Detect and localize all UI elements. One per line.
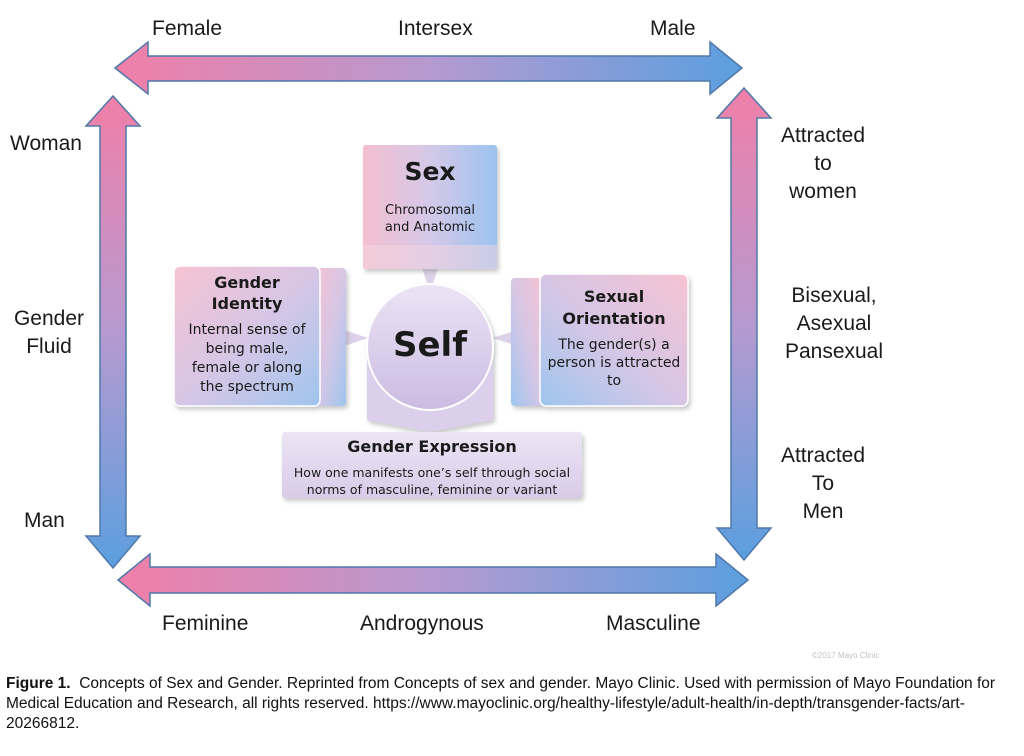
right-axis-top-line1: Attracted xyxy=(780,124,866,147)
figure-caption-label: Figure 1. xyxy=(6,675,71,692)
right-axis-middle-line3: Pansexual xyxy=(784,340,884,363)
figure-caption: Figure 1. Concepts of Sex and Gender. Re… xyxy=(6,674,1018,734)
self-label: Self xyxy=(393,325,467,365)
gender-expression-title: Gender Expression xyxy=(347,437,517,456)
self-shape xyxy=(366,283,494,432)
gender-expression-desc-line2: norms of masculine, feminine or variant xyxy=(306,482,558,497)
right-axis-bottom-line2: To xyxy=(811,472,835,495)
bottom-axis-label-masculine: Masculine xyxy=(606,612,701,635)
sex-card-desc-line1: Chromosomal xyxy=(385,203,475,218)
right-axis-middle-line1: Bisexual, xyxy=(791,284,877,307)
sexual-orientation-title-line1: Sexual xyxy=(583,287,645,306)
left-double-arrow xyxy=(84,94,142,570)
gender-identity-desc-line3: female or along xyxy=(191,360,303,376)
sex-card: Sex Chromosomal and Anatomic xyxy=(363,152,497,236)
right-axis-label-attracted-to-men: Attracted To Men xyxy=(775,442,871,526)
gender-identity-card-shape xyxy=(173,265,346,407)
gender-identity-card: Gender Identity Internal sense of being … xyxy=(174,272,320,397)
bottom-axis-label-feminine: Feminine xyxy=(162,612,249,635)
gender-identity-title-line1: Gender xyxy=(214,273,280,292)
gender-identity-desc-line1: Internal sense of xyxy=(188,322,306,338)
gender-identity-title-line2: Identity xyxy=(211,294,283,313)
sexual-orientation-desc-line2: person is attracted xyxy=(547,355,681,371)
left-axis-label-gender-fluid: Gender Fluid xyxy=(10,305,88,361)
right-axis-bottom-line1: Attracted xyxy=(780,444,866,467)
bottom-double-arrow xyxy=(116,552,750,608)
left-axis-label-gender: Gender xyxy=(13,307,85,330)
right-axis-label-attracted-to-women: Attracted to women xyxy=(775,122,871,206)
right-double-arrow xyxy=(715,86,773,562)
top-axis-label-male: Male xyxy=(650,17,696,40)
sex-card-title: Sex xyxy=(404,157,456,186)
gender-expression-card-shape xyxy=(282,432,582,498)
right-axis-middle-line2: Asexual xyxy=(796,312,872,335)
left-axis-label-fluid: Fluid xyxy=(26,335,72,358)
sexual-orientation-desc-line1: The gender(s) a xyxy=(558,337,670,353)
right-axis-bottom-line3: Men xyxy=(802,500,844,523)
sexual-orientation-desc-line3: to xyxy=(606,373,622,389)
sexual-orientation-card-shape xyxy=(511,273,689,407)
gender-expression-desc-line1: How one manifests one’s self through soc… xyxy=(293,465,571,480)
top-axis-label-female: Female xyxy=(152,17,223,40)
right-axis-top-line3: women xyxy=(789,180,857,203)
sex-card-desc-line2: and Anatomic xyxy=(384,220,476,235)
gender-expression-card: Gender Expression How one manifests one’… xyxy=(282,436,582,498)
left-axis-label-woman: Woman xyxy=(10,132,82,155)
self-node: Self xyxy=(367,323,493,367)
sex-card-shape xyxy=(363,145,497,269)
gender-identity-desc-line2: being male, xyxy=(205,341,289,357)
left-axis-label-man: Man xyxy=(24,509,65,532)
sexual-orientation-title-line2: Orientation xyxy=(562,309,666,328)
sexual-orientation-card: Sexual Orientation The gender(s) a perso… xyxy=(540,286,688,390)
top-axis-label-intersex: Intersex xyxy=(398,17,473,40)
copyright-notice: ©2017 Mayo Clinic xyxy=(812,651,880,660)
figure-caption-text: Concepts of Sex and Gender. Reprinted fr… xyxy=(6,675,996,732)
right-axis-label-bisexual-asexual-pansexual: Bisexual, Asexual Pansexual xyxy=(778,282,890,366)
gender-identity-desc-line4: the spectrum xyxy=(200,379,294,395)
top-double-arrow xyxy=(113,40,744,96)
right-axis-top-line2: to xyxy=(814,152,832,175)
bottom-axis-label-androgynous: Androgynous xyxy=(360,612,484,635)
